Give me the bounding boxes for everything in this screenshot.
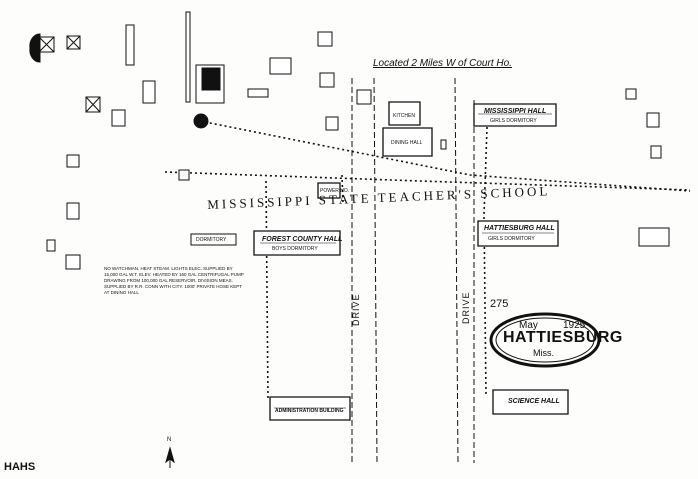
forest-county-hall-sub: BOYS DORMITORY <box>272 246 318 252</box>
stamp-state: Miss. <box>533 348 554 358</box>
north-arrow-icon <box>165 446 175 468</box>
dotted-path-left <box>265 180 269 401</box>
date-stamp <box>489 312 601 368</box>
outbuilding <box>638 227 670 247</box>
outbuilding <box>190 233 237 246</box>
hattiesburg-hall-footprint <box>477 220 559 247</box>
drive-left-east <box>373 77 378 464</box>
outbuilding <box>66 154 80 168</box>
outbuilding <box>625 88 637 100</box>
outbuilding <box>125 24 135 66</box>
outbuilding <box>65 254 81 270</box>
dotted-path-right <box>483 126 488 396</box>
dining-hall-footprint <box>382 127 433 157</box>
outbuilding <box>178 169 190 181</box>
outbuilding <box>440 139 447 150</box>
admin-building-footprint <box>269 396 351 421</box>
outbuilding <box>650 145 662 159</box>
mississippi-hall-label: MISSISSIPPI HALL <box>484 108 547 115</box>
forest-county-hall-label: FOREST COUNTY HALL <box>262 236 343 243</box>
outbuilding <box>66 202 80 220</box>
drive-label-right: DRIVE <box>461 291 471 324</box>
sheet-number: 275 <box>490 298 509 310</box>
dotted-path-mid <box>341 174 344 206</box>
outbuilding <box>317 31 333 47</box>
credit-label: HAHS <box>4 461 36 473</box>
stamp-year: 1925 <box>563 320 586 331</box>
outbuilding <box>111 109 126 127</box>
kitchen-label: KITCHEN <box>393 113 415 119</box>
outbuilding <box>269 57 292 75</box>
north-label: N <box>167 437 172 443</box>
dotted-road-cross <box>164 171 691 191</box>
outbuilding <box>247 88 269 98</box>
power-house-footprint <box>317 182 341 199</box>
stamp-month: May <box>519 320 538 331</box>
outbuilding <box>142 80 156 104</box>
water-supply-note: NO WATCHMAN. HEAT STEAM. LIGHTS ELEC. SU… <box>104 266 244 295</box>
drive-right-west <box>454 77 459 464</box>
dining-hall-label: DINING HALL <box>391 140 423 146</box>
outbuilding <box>356 89 372 105</box>
dormitory-label: DORMITORY <box>196 237 227 243</box>
kitchen-footprint <box>388 101 421 126</box>
stamp-city: HATTIESBURG <box>503 329 623 346</box>
hattiesburg-hall-sub: GIRLS DORMITORY <box>488 236 535 242</box>
science-hall-footprint <box>492 389 569 415</box>
mississippi-hall-footprint <box>473 103 557 127</box>
admin-building-label: ADMINISTRATION BUILDING <box>275 408 344 414</box>
tank-symbols <box>29 33 101 113</box>
outbuilding <box>46 239 56 252</box>
outbuilding <box>646 112 660 128</box>
hattiesburg-hall-label: HATTIESBURG HALL <box>484 225 555 232</box>
location-note: Located 2 Miles W of Court Ho. <box>373 58 512 69</box>
mississippi-hall-sub: GIRLS DORMITORY <box>490 118 537 124</box>
power-house-label: POWER HO. <box>320 188 350 194</box>
tank-circle <box>193 113 209 129</box>
smokestack <box>185 11 191 103</box>
drive-label-left: DRIVE <box>351 293 361 326</box>
science-hall-label: SCIENCE HALL <box>508 398 560 405</box>
dotted-road-northeast <box>199 120 691 192</box>
outbuilding <box>325 116 339 131</box>
outbuilding <box>319 72 335 88</box>
